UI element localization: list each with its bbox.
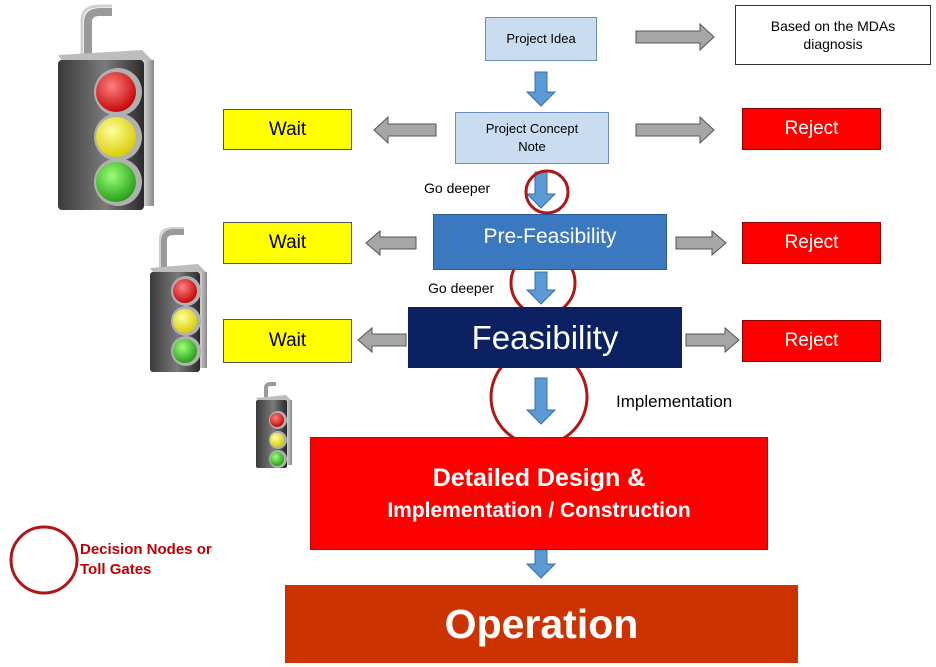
blue-arrows: [525, 71, 557, 579]
implementation-label: Implementation: [616, 392, 733, 411]
wait-box-1: Wait: [223, 109, 352, 150]
project-idea-label: Project Idea: [506, 31, 576, 47]
arrow-down-4: [525, 377, 557, 425]
traffic-light-small-icon: [256, 382, 292, 468]
mdas-diagnosis-label: Based on the MDAs diagnosis: [770, 17, 896, 52]
operation-box: Operation: [285, 585, 798, 663]
legend-line1: Decision Nodes or: [80, 541, 212, 558]
feasibility-label: Feasibility: [471, 318, 619, 356]
reject-box-2: Reject: [742, 222, 881, 264]
legend-line2: Toll Gates: [80, 560, 152, 578]
arrow-left-prefeas: [365, 229, 417, 257]
reject-label: Reject: [784, 232, 839, 253]
arrow-down-5: [525, 549, 557, 579]
go-deeper-label-2: Go deeper: [428, 280, 495, 296]
arrow-left-concept: [373, 115, 437, 145]
arrow-right-idea: [635, 22, 715, 52]
legend-text: Decision Nodes or Toll Gates: [80, 540, 212, 579]
concept-note-box: Project Concept Note: [455, 112, 609, 164]
decision-ring-legend: [9, 525, 79, 595]
arrow-down-1: [525, 71, 557, 107]
traffic-light-large-icon: [58, 4, 154, 210]
arrow-right-feas: [685, 326, 740, 354]
reject-box-1: Reject: [742, 108, 881, 150]
decision-ring-1: [524, 169, 570, 215]
arrow-down-2: [525, 171, 557, 209]
reject-label: Reject: [784, 330, 839, 351]
arrow-right-concept: [635, 115, 715, 145]
wait-label: Wait: [268, 330, 307, 351]
wait-box-2: Wait: [223, 222, 352, 264]
operation-label: Operation: [444, 600, 639, 647]
project-idea-box: Project Idea: [485, 17, 597, 61]
arrow-left-feas: [357, 326, 407, 354]
reject-box-3: Reject: [742, 320, 881, 362]
go-deeper-label-1: Go deeper: [424, 180, 491, 196]
detailed-design-line1: Detailed Design &: [432, 464, 646, 493]
pre-feasibility-box: Pre-Feasibility: [433, 214, 667, 270]
mdas-diagnosis-box: Based on the MDAs diagnosis: [735, 5, 931, 65]
concept-note-label: Project Concept Note: [485, 121, 579, 154]
wait-label: Wait: [268, 118, 307, 140]
wait-label: Wait: [268, 232, 307, 253]
arrow-down-3: [525, 271, 557, 305]
detailed-design-line2: Implementation / Construction: [387, 499, 691, 523]
arrow-right-prefeas: [675, 229, 727, 257]
pre-feasibility-label: Pre-Feasibility: [483, 225, 617, 248]
reject-label: Reject: [784, 118, 839, 139]
feasibility-box: Feasibility: [408, 307, 682, 368]
detailed-design-box: Detailed Design & Implementation / Const…: [310, 437, 768, 550]
wait-box-3: Wait: [223, 319, 352, 363]
traffic-light-medium-icon: [150, 227, 207, 372]
gray-arrows: [357, 22, 740, 354]
